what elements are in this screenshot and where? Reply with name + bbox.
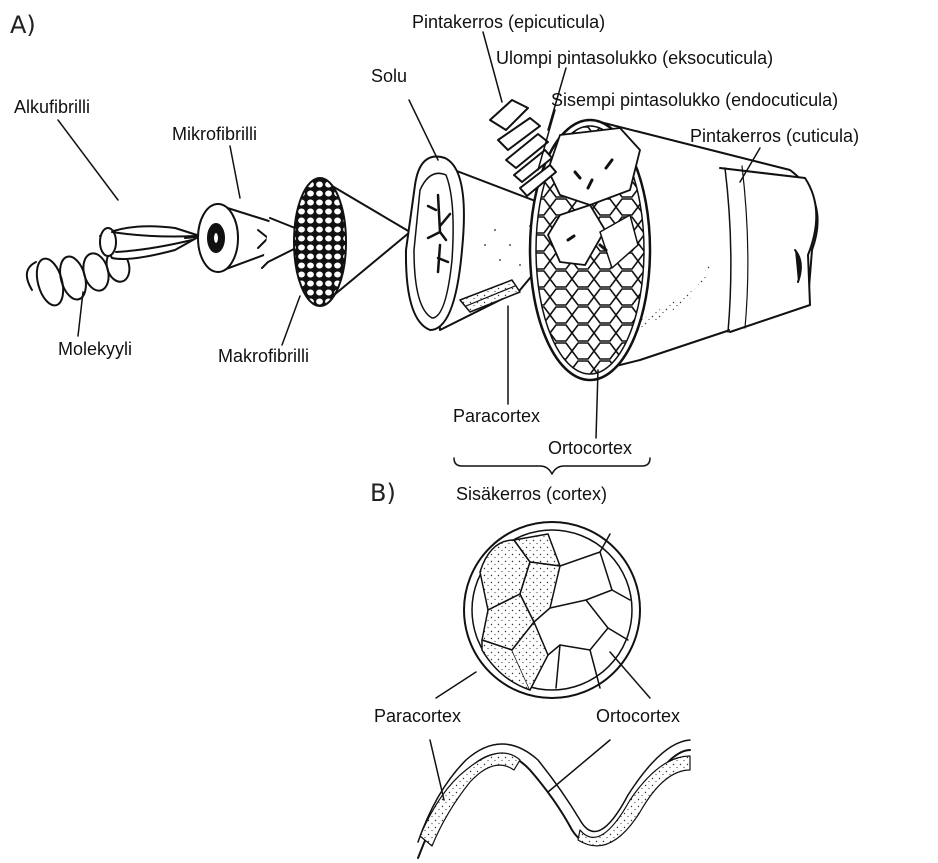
- alkufibrilli-strand: [100, 226, 212, 259]
- label-molekyyli: Molekyyli: [58, 339, 132, 359]
- label-epicuticula: Pintakerros (epicuticula): [412, 12, 605, 32]
- cross-section-circle: [464, 522, 640, 698]
- label-cuticula: Pintakerros (cuticula): [690, 126, 859, 146]
- label-makrofibrilli: Makrofibrilli: [218, 346, 309, 366]
- label-ortocortex-b: Ortocortex: [596, 706, 680, 726]
- label-cortex: Sisäkerros (cortex): [456, 484, 607, 504]
- label-endocuticula: Sisempi pintasolukko (endocuticula): [551, 90, 838, 110]
- mikrofibrilli-disc: [198, 204, 300, 272]
- label-paracortex-b: Paracortex: [374, 706, 461, 726]
- panel-label-a: A): [10, 12, 36, 38]
- label-solu: Solu: [371, 66, 407, 86]
- fiber-main-section: [530, 120, 818, 380]
- makrofibrilli-cone: [294, 178, 410, 306]
- label-mikrofibrilli: Mikrofibrilli: [172, 124, 257, 144]
- label-ortocortex-a: Ortocortex: [548, 438, 632, 458]
- label-paracortex-a: Paracortex: [453, 406, 540, 426]
- cortex-brace: [454, 458, 650, 474]
- label-alkufibrilli: Alkufibrilli: [14, 97, 90, 117]
- panel-label-b: B): [370, 480, 396, 506]
- label-eksocuticula: Ulompi pintasolukko (eksocuticula): [496, 48, 773, 68]
